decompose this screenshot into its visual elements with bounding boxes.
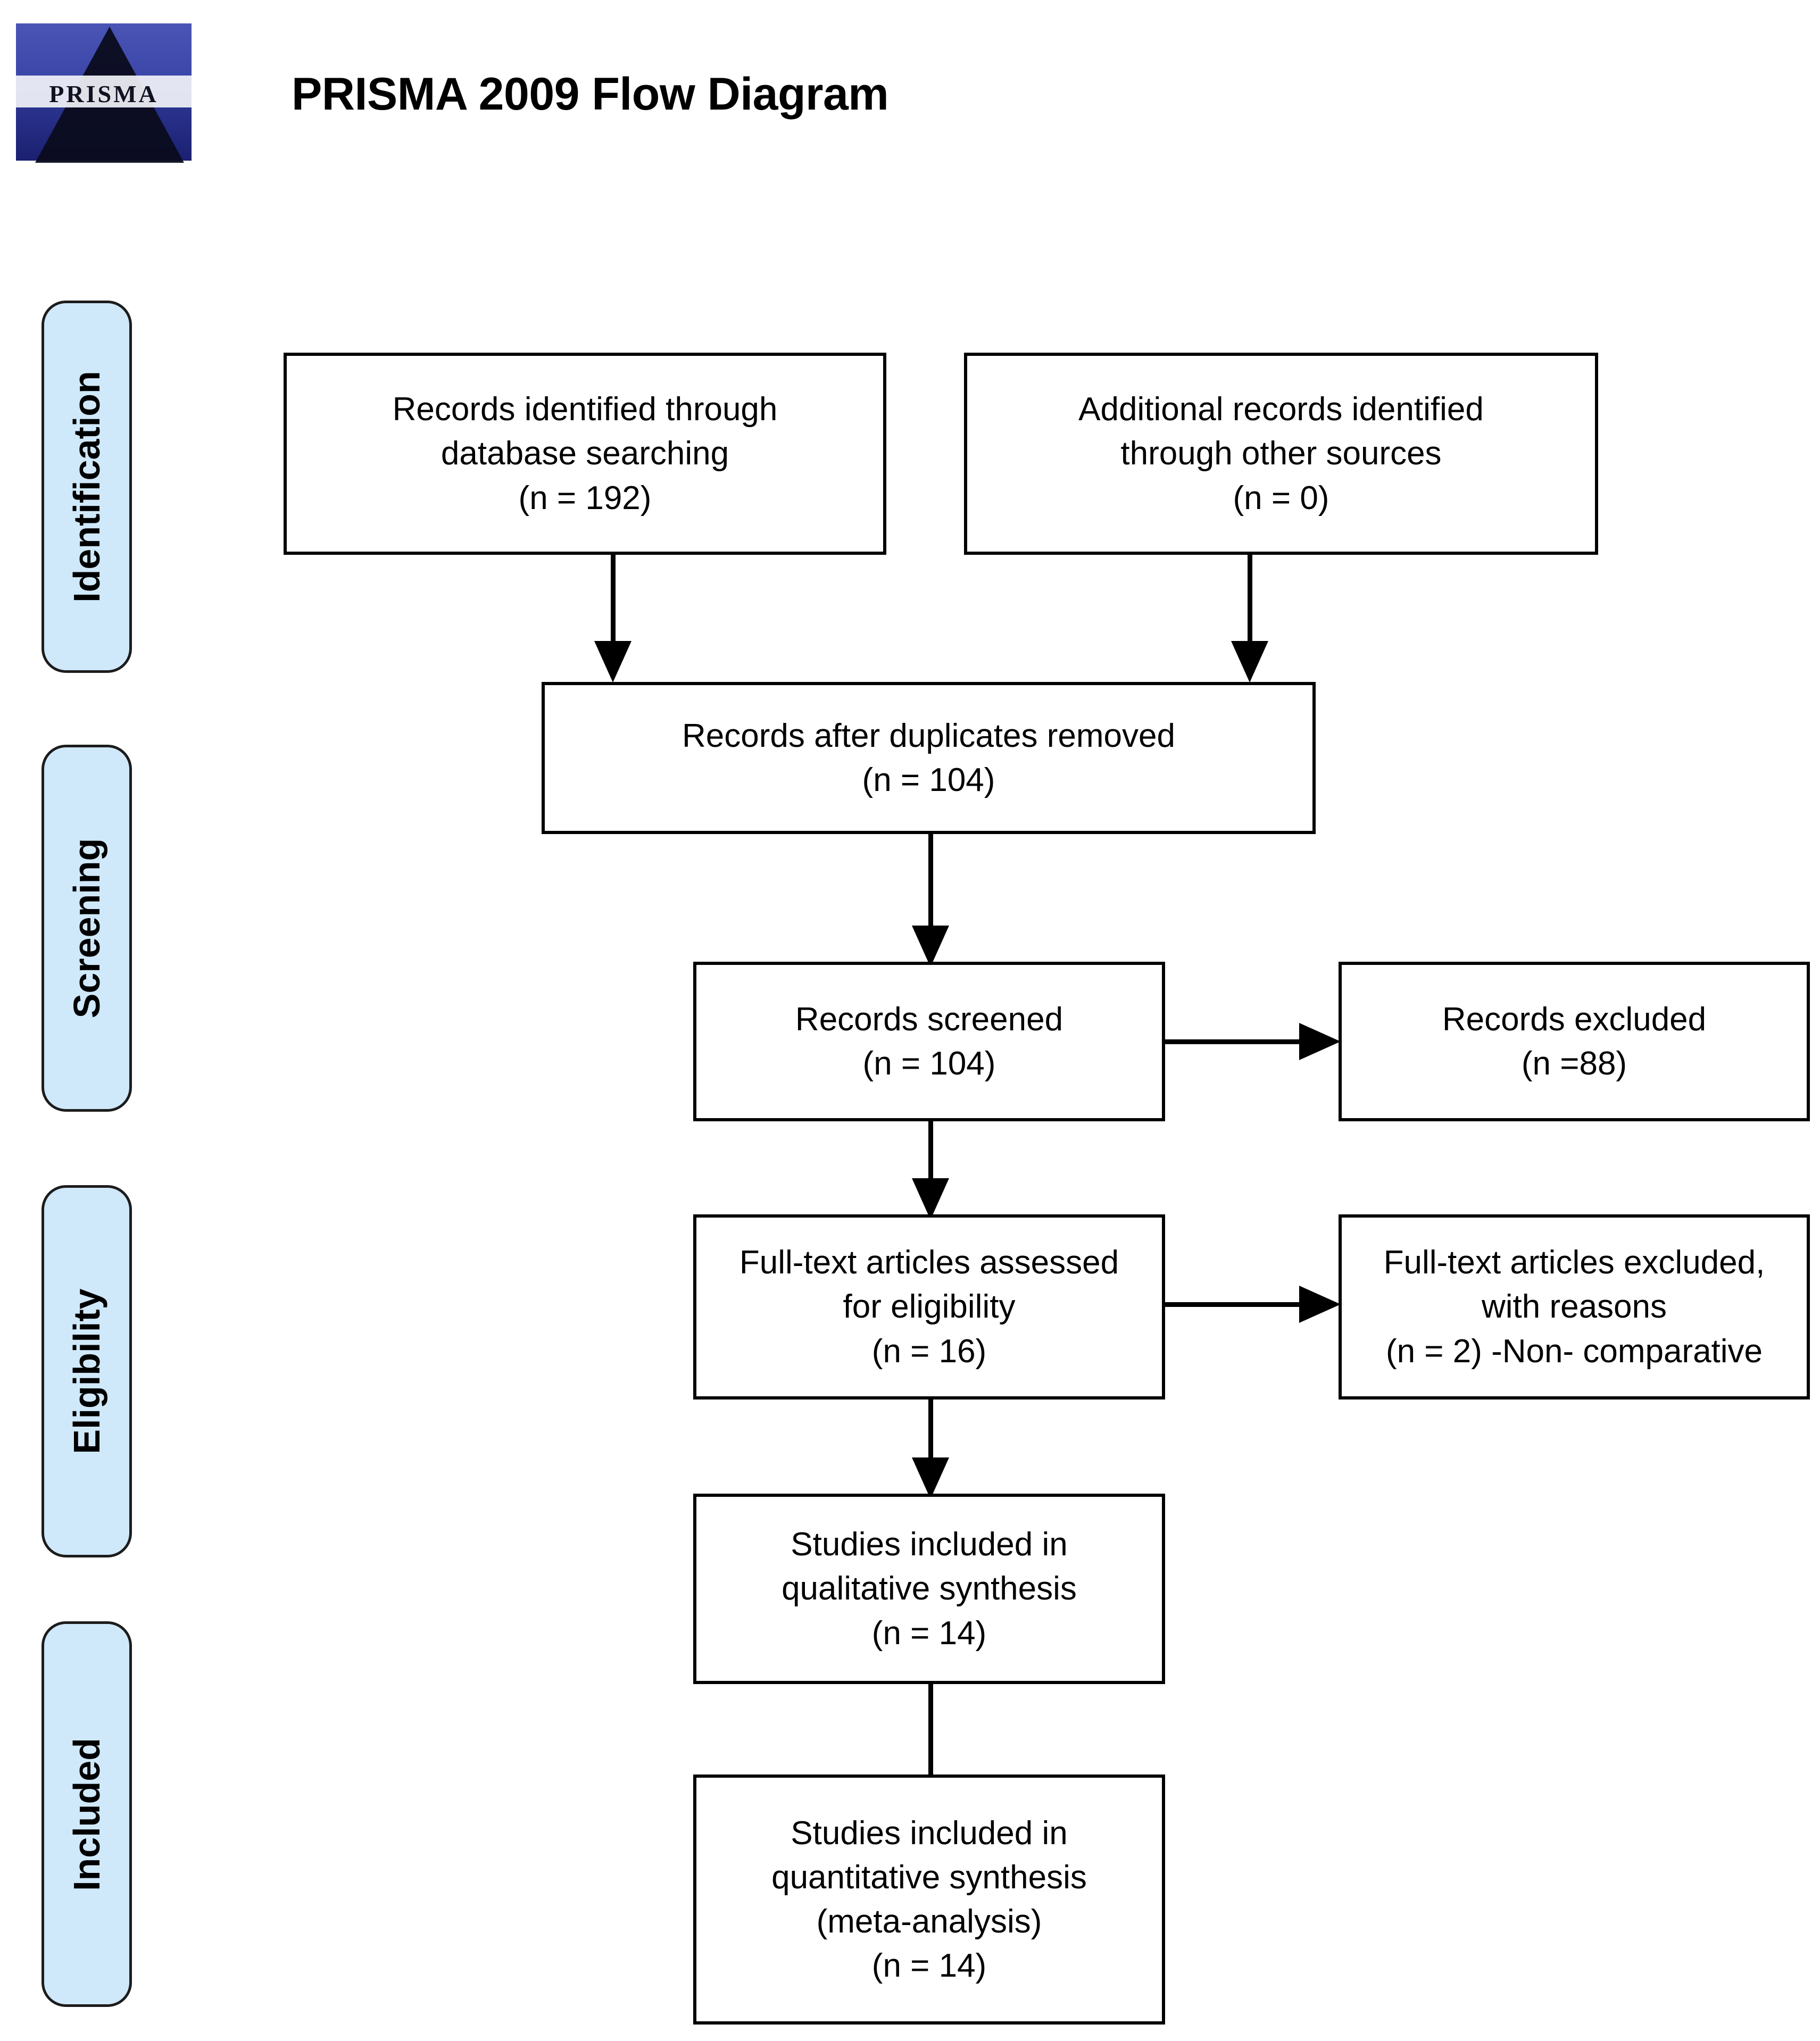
box-fulltext-articles-excluded: Full-text articles excluded, with reason… bbox=[1339, 1214, 1810, 1399]
connector-shaft bbox=[1165, 1039, 1303, 1044]
box-dedup-count: (n = 104) bbox=[862, 762, 995, 798]
arrowhead-right-icon bbox=[1299, 1023, 1341, 1060]
phase-label-eligibility-text: Eligibility bbox=[66, 1288, 107, 1454]
box-fulltext-excluded-line2: with reasons bbox=[1481, 1288, 1667, 1326]
box-fulltext-assessed-count: (n = 16) bbox=[871, 1332, 987, 1370]
box-db-search-count: (n = 192) bbox=[518, 479, 652, 517]
arrowhead-down-icon bbox=[912, 1457, 949, 1499]
phase-label-eligibility: Eligibility bbox=[41, 1185, 132, 1557]
box-records-after-duplicates-removed: Records after duplicates removed (n = 10… bbox=[542, 682, 1316, 834]
connector-shaft bbox=[928, 1684, 933, 1785]
logo-white-band bbox=[16, 76, 192, 107]
phase-label-identification-text: Identification bbox=[66, 371, 107, 603]
box-studies-qualitative-synthesis: Studies included in qualitative synthesi… bbox=[693, 1494, 1165, 1684]
phase-label-identification: Identification bbox=[41, 301, 132, 673]
box-qualitative-count: (n = 14) bbox=[871, 1614, 987, 1652]
box-qualitative-line1: Studies included in bbox=[791, 1526, 1068, 1563]
box-fulltext-excluded-line1: Full-text articles excluded, bbox=[1383, 1244, 1765, 1281]
box-quantitative-count: (n = 14) bbox=[871, 1947, 987, 1985]
box-records-identified-database: Records identified through database sear… bbox=[284, 353, 886, 555]
connector-shaft bbox=[1165, 1302, 1303, 1307]
connector-shaft bbox=[611, 555, 616, 645]
prisma-logo: PRISMA bbox=[12, 4, 196, 180]
arrowhead-right-icon bbox=[1299, 1286, 1341, 1323]
box-records-excluded-line1: Records excluded bbox=[1442, 1001, 1707, 1038]
connector-shaft bbox=[928, 834, 933, 930]
connector-other-sources-to-dedup bbox=[1231, 555, 1290, 682]
connector-db-search-to-dedup bbox=[594, 555, 653, 682]
box-dedup-line1: Records after duplicates removed bbox=[682, 717, 1175, 754]
connector-screened-to-fulltext bbox=[912, 1121, 971, 1225]
connector-dedup-to-screened bbox=[912, 834, 971, 972]
arrowhead-down-icon bbox=[912, 1178, 949, 1220]
box-quantitative-line3: (meta-analysis) bbox=[816, 1903, 1042, 1940]
box-fulltext-articles-assessed: Full-text articles assessed for eligibil… bbox=[693, 1214, 1165, 1399]
logo-top-strip bbox=[21, 11, 186, 22]
box-db-search-line2: database searching bbox=[441, 435, 729, 472]
connector-shaft bbox=[1248, 555, 1252, 645]
box-screened-line1: Records screened bbox=[795, 1001, 1063, 1038]
box-other-sources-line2: through other sources bbox=[1120, 435, 1442, 472]
box-fulltext-excluded-reason: (n = 2) -Non- comparative bbox=[1385, 1332, 1763, 1370]
box-quantitative-line2: quantitative synthesis bbox=[771, 1859, 1087, 1896]
arrowhead-down-icon bbox=[912, 926, 949, 967]
phase-label-screening: Screening bbox=[41, 745, 132, 1112]
box-quantitative-line1: Studies included in bbox=[791, 1814, 1068, 1852]
box-additional-records-other-sources: Additional records identified through ot… bbox=[964, 353, 1598, 555]
phase-label-included: Included bbox=[41, 1621, 132, 2007]
connector-fulltext-to-fulltext-excluded bbox=[1165, 1286, 1341, 1328]
page-title: PRISMA 2009 Flow Diagram bbox=[292, 69, 889, 120]
phase-label-included-text: Included bbox=[66, 1737, 107, 1891]
connector-screened-to-records-excluded bbox=[1165, 1023, 1341, 1065]
box-screened-count: (n = 104) bbox=[862, 1045, 996, 1082]
box-other-sources-line1: Additional records identified bbox=[1078, 391, 1484, 428]
box-fulltext-assessed-line1: Full-text articles assessed bbox=[739, 1244, 1119, 1281]
connector-fulltext-to-qualitative bbox=[912, 1399, 971, 1503]
box-records-excluded: Records excluded (n =88) bbox=[1339, 962, 1810, 1121]
box-db-search-line1: Records identified through bbox=[392, 391, 778, 428]
logo-wordmark: PRISMA bbox=[49, 80, 159, 107]
box-studies-quantitative-synthesis: Studies included in quantitative synthes… bbox=[693, 1775, 1165, 2025]
connector-shaft bbox=[928, 1399, 933, 1462]
box-other-sources-count: (n = 0) bbox=[1233, 479, 1329, 517]
phase-label-screening-text: Screening bbox=[66, 838, 107, 1019]
box-fulltext-assessed-line2: for eligibility bbox=[843, 1288, 1016, 1326]
arrowhead-down-icon bbox=[594, 641, 631, 682]
box-records-excluded-count: (n =88) bbox=[1521, 1045, 1627, 1082]
connector-shaft bbox=[928, 1121, 933, 1182]
arrowhead-down-icon bbox=[1231, 641, 1268, 682]
box-qualitative-line2: qualitative synthesis bbox=[782, 1570, 1077, 1607]
box-records-screened: Records screened (n = 104) bbox=[693, 962, 1165, 1121]
